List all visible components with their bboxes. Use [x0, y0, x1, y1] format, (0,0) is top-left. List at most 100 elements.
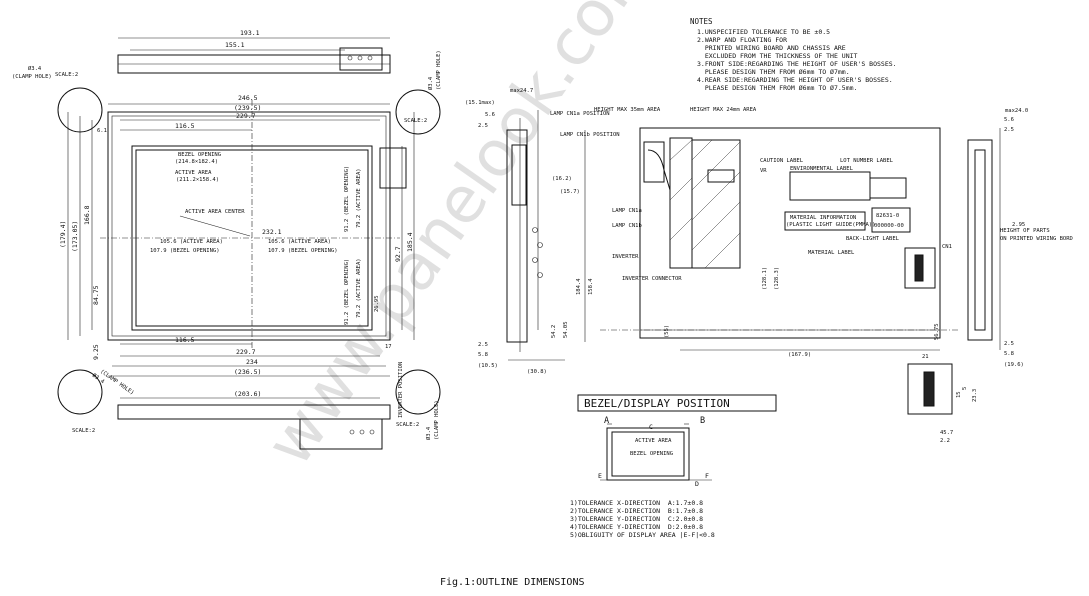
side-view: max24.7 (15.1max) 5.6 2.5 LAMP CN1a POSI…: [465, 88, 620, 375]
active-half-left: 105.6 (ACTIVE AREA): [160, 239, 223, 245]
front-view: 193.1 155.1 246.5 (239.5) 229.7 116.5 BE…: [12, 29, 442, 450]
bezel-half-right: 107.9 (BEZEL OPENING): [268, 248, 338, 254]
rear-side-profile: [967, 139, 993, 341]
cn1-detail: [907, 363, 953, 415]
tolerance-1: 1)TOLERANCE X-DIRECTION A:1.7±0.8: [570, 499, 703, 507]
hatch: [691, 201, 741, 251]
environmental-label-text: ENVIRONMENTAL LABEL: [790, 166, 854, 172]
height-max-35-area: [669, 137, 693, 269]
rear-dim-19-6: (19.6): [1004, 362, 1024, 368]
side-dim-2-5-bottom: 2.5: [478, 342, 488, 348]
environmental-label-box: [789, 171, 871, 201]
height-max-24-label: HEIGHT MAX 24mm AREA: [690, 107, 757, 113]
on-printed-wiring-bord-label: ON PRINTED WIRING BORD: [1000, 236, 1073, 242]
dim-203-6: (203.6): [234, 390, 261, 398]
lamp-cn1b-position: LAMP CN1b POSITION: [560, 132, 620, 138]
hatch: [704, 232, 741, 269]
dim-166-8: 166.8: [83, 205, 91, 225]
side-dim-2-5: 2.5: [478, 123, 488, 129]
vr-label: VR: [760, 168, 767, 174]
bezel-active-area-label: ACTIVE AREA: [635, 438, 672, 444]
height-max-35-label: HEIGHT MAX 35mm AREA: [594, 107, 661, 113]
notes-line-3: PRINTED WIRING BOARD AND CHASSIS ARE: [697, 44, 846, 52]
bracket-hole: [369, 429, 375, 435]
dim-239-5: (239.5): [234, 104, 261, 112]
notes-line-2: 2.WARP AND FLOATING FOR: [697, 36, 787, 44]
caution-label-text: CAUTION LABEL: [760, 158, 804, 164]
side-dim-15-7: (15.7): [560, 189, 580, 195]
rear-dim-5: 5: [962, 387, 968, 390]
rear-dim-23-3: 23.3: [972, 389, 978, 402]
rear-dim-2-95: 2.95: [1012, 222, 1025, 228]
rear-dim-15: 15: [956, 391, 962, 398]
rear-dim-5-6: 5.6: [1004, 117, 1014, 123]
part-number: 82631-0: [876, 213, 899, 219]
letter-a: A: [604, 416, 609, 426]
lamp-cn1a-label: LAMP CN1a: [612, 208, 642, 214]
bracket-hole: [349, 429, 355, 435]
rear-dim-45-7: 45.7: [940, 430, 953, 436]
scale-label-bl: SCALE:2: [72, 428, 95, 434]
hatch: [669, 217, 693, 241]
rear-dim-2-5-bottom: 2.5: [1004, 341, 1014, 347]
inverter-label: INVERTER: [612, 254, 639, 260]
side-dim-10-5: (10.5): [478, 363, 498, 369]
side-hole: [537, 272, 543, 278]
bracket-hole: [357, 55, 363, 61]
notes-line-6: PLEASE DESIGN THEM FROM Ø6mm TO Ø7mm.: [697, 68, 850, 76]
side-dim-30-8: (30.8): [527, 369, 547, 375]
hatch: [691, 139, 713, 161]
scale-circle-bottom-right: [395, 369, 441, 415]
dim-173-05: (173.05): [71, 221, 79, 252]
rear-dim-56-75: 56.75: [934, 323, 940, 340]
side-dim-16-2: (16.2): [552, 176, 572, 182]
height-of-parts-label: HEIGHT OF PARTS: [1000, 228, 1050, 234]
side-dim-5-6: 5.6: [485, 112, 495, 118]
side-dim-158-4: 158.4: [588, 278, 594, 295]
tolerance-3: 3)TOLERANCE Y-DIRECTION C:2.0±0.8: [570, 515, 703, 523]
side-hole: [537, 242, 543, 248]
bezel-opening-v-top: 91.2 (BEZEL OPENING): [344, 166, 350, 232]
rear-dim-2-2: 2.2: [940, 438, 950, 444]
lamp-connector: [643, 141, 665, 183]
material-information-sub: (PLASTIC LIGHT GUIDE(PMMA)): [786, 222, 875, 228]
rear-dim-max24-0: max24.0: [1005, 108, 1028, 114]
side-dim-184-4: 184.4: [576, 278, 582, 295]
notes-block: NOTES 1.UNSPECIFIED TOLERANCE TO BE ±0.5…: [690, 17, 897, 92]
letter-f: F: [705, 472, 709, 480]
inner-chassis: [111, 115, 387, 337]
notes-line-8: PLEASE DESIGN THEM FROM Ø6mm TO Ø7.5mm.: [697, 84, 857, 92]
dim-116-5-bottom: 116.5: [175, 336, 195, 344]
bezel-title-box: [577, 394, 777, 412]
dim-92-7: 92.7: [394, 246, 402, 262]
notes-line-1: 1.UNSPECIFIED TOLERANCE TO BE ±0.5: [697, 28, 830, 36]
cn1-detail-pins: [923, 371, 935, 407]
dim-229-7-bottom: 229.7: [236, 348, 256, 356]
active-area-v-top: 79.2 (ACTIVE AREA): [356, 168, 362, 228]
active-area-v-bottom: 79.2 (ACTIVE AREA): [356, 258, 362, 318]
side-profile: [506, 129, 528, 343]
hatch: [691, 141, 741, 191]
bezel-title: BEZEL/DISPLAY POSITION: [584, 397, 730, 410]
rear-dim-55: (55): [664, 325, 670, 338]
backlight-label-text: BACK-LIGHT LABEL: [846, 236, 900, 242]
dim-155-1: 155.1: [225, 41, 245, 49]
backlight-label-box: [871, 207, 911, 233]
rear-side-inner: [974, 149, 986, 331]
rear-dim-2-5: 2.5: [1004, 127, 1014, 133]
hatch: [669, 177, 693, 201]
bottom-flange: [117, 404, 391, 420]
bottom-bracket: [299, 418, 383, 450]
dim-185-4: 185.4: [406, 232, 414, 252]
scale-circle-bottom-left: [57, 369, 103, 415]
material-information-box: [784, 211, 866, 231]
scale-circle-top-left: [57, 87, 103, 133]
figure-caption: Fig.1:OUTLINE DIMENSIONS: [440, 577, 585, 588]
tolerance-5: 5)OBLIGUITY OF DISPLAY AREA |E-F|<0.8: [570, 531, 715, 539]
notes-line-7: 4.REAR SIDE:REGARDING THE HEIGHT OF USER…: [697, 76, 893, 84]
lamp-cable: [647, 149, 671, 191]
clamp-dim-tl: Ø3.4: [28, 65, 42, 72]
serial-number: 000000-00: [874, 223, 904, 229]
cn1-connector: [904, 247, 936, 289]
side-dim-15-1max: (15.1max): [465, 100, 495, 106]
